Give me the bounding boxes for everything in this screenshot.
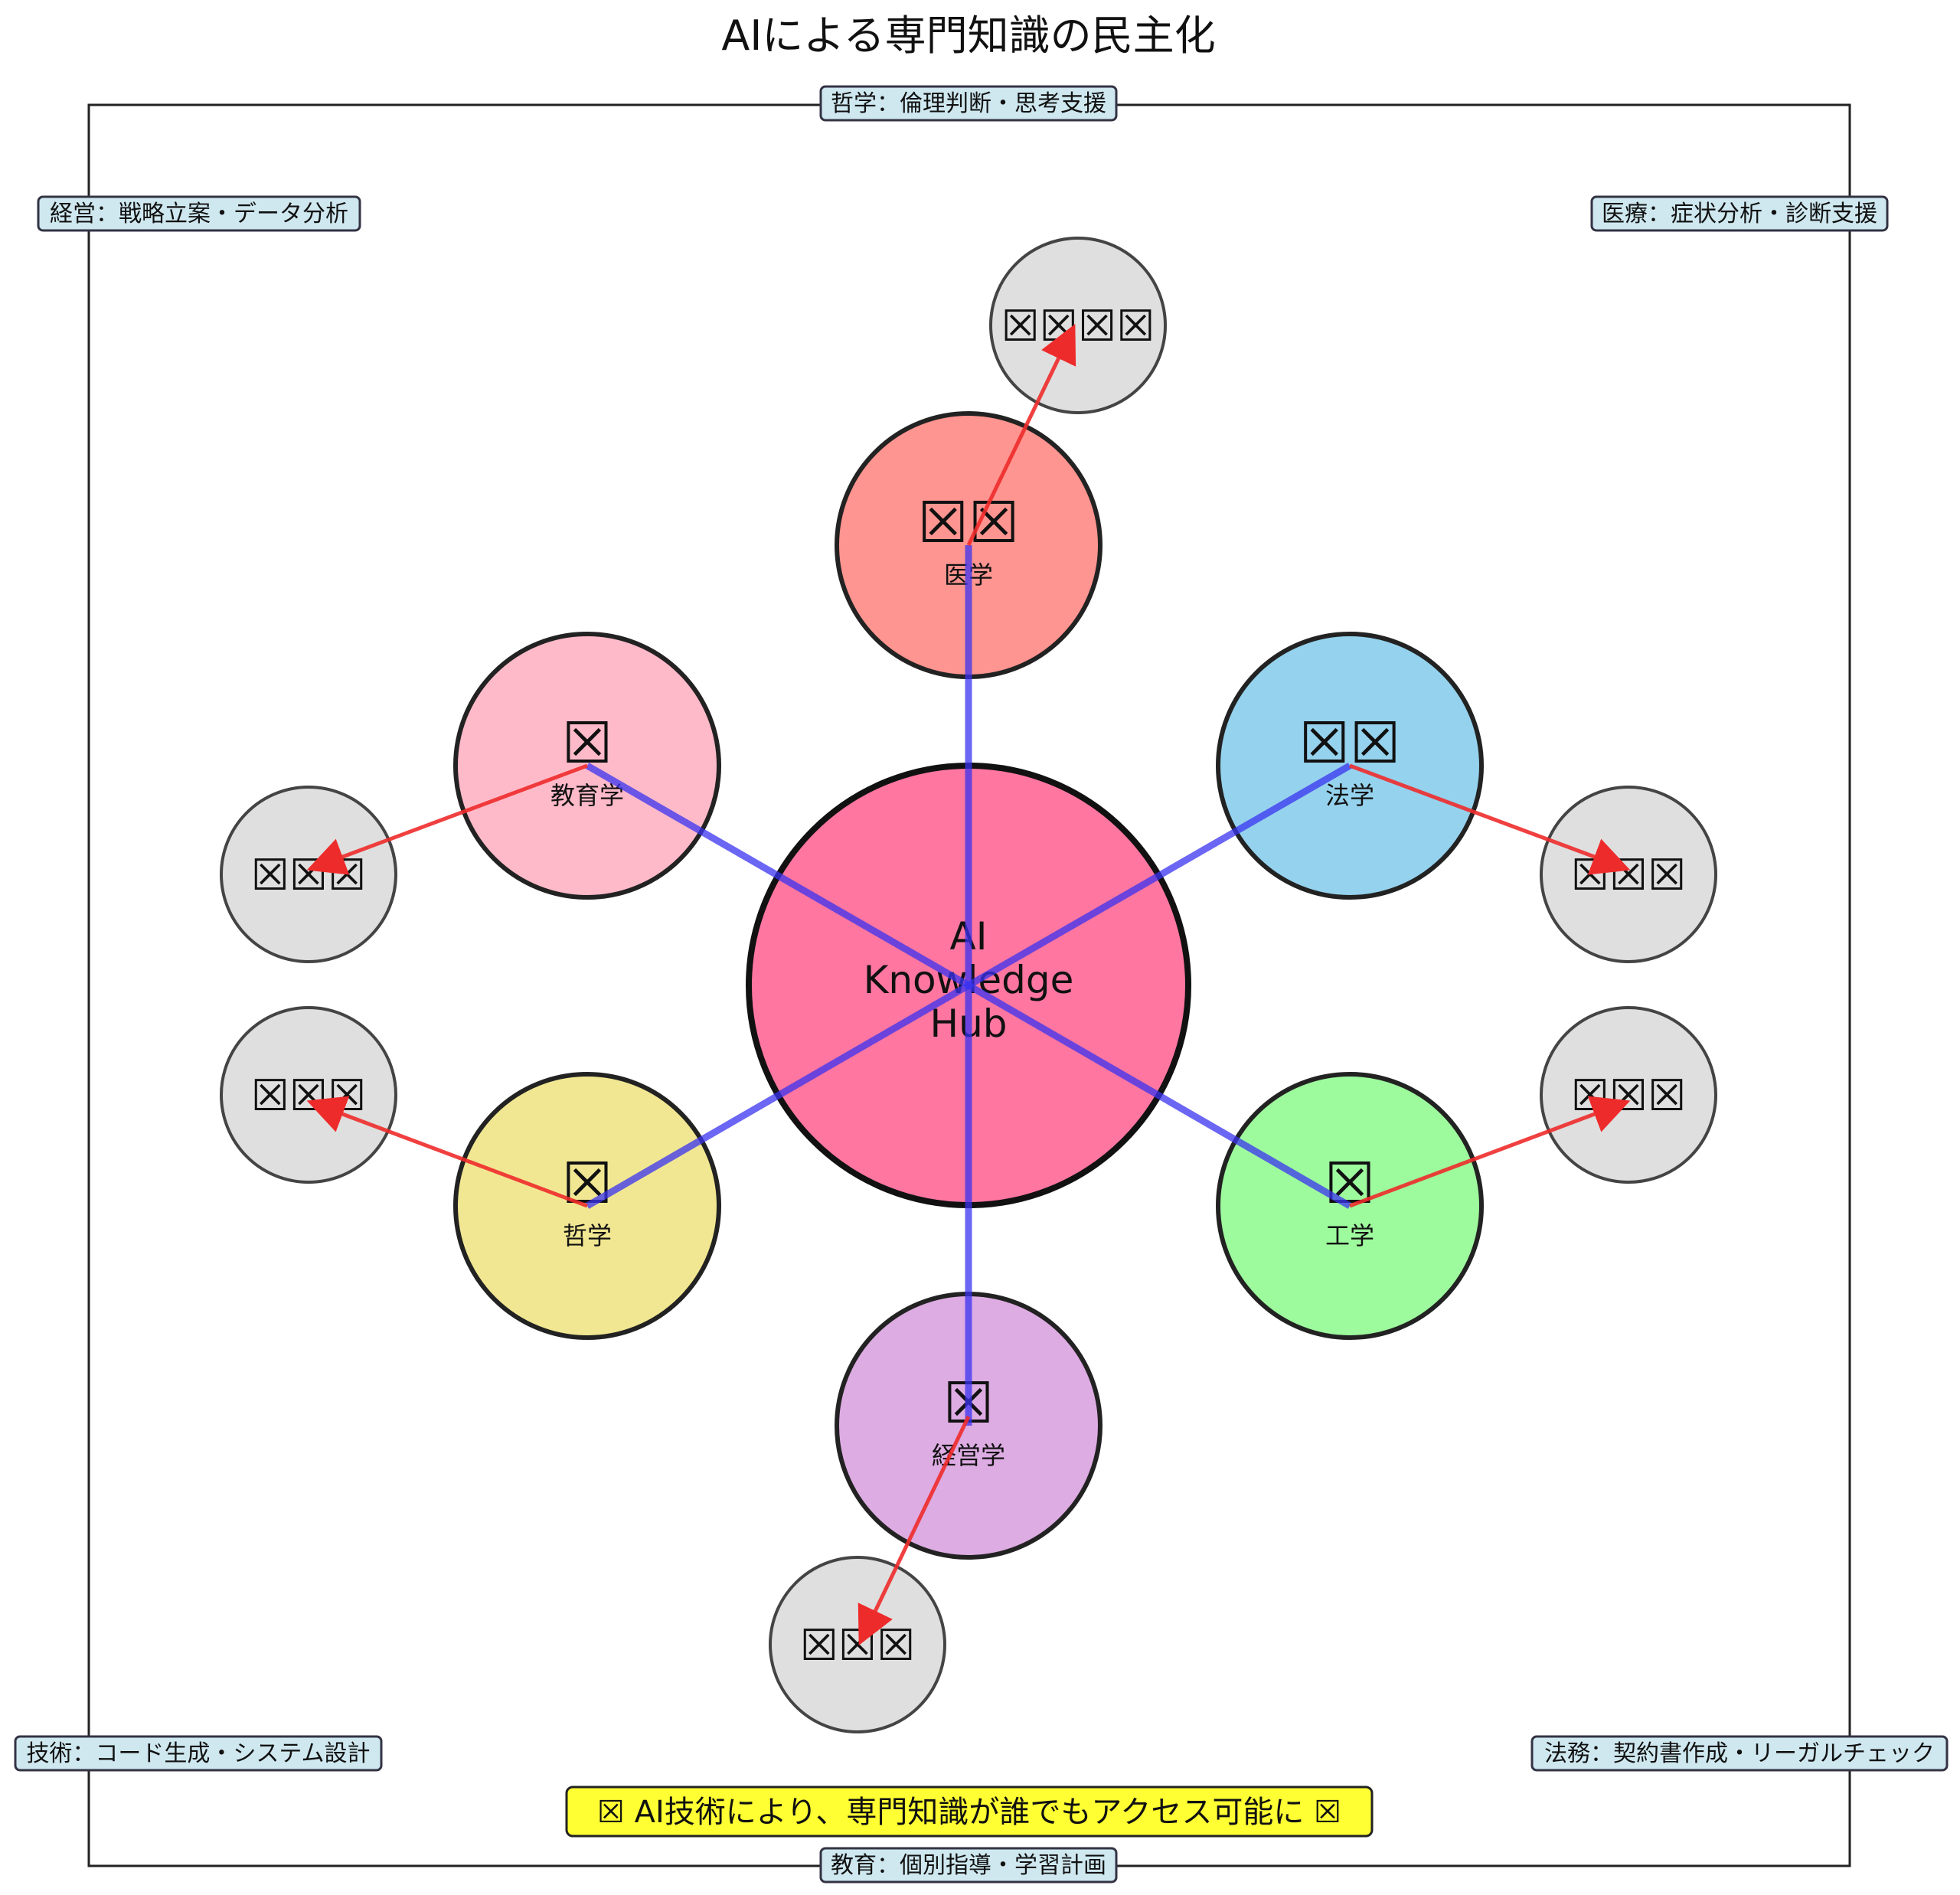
tag-bottom-left[interactable]: 技術：コード生成・システム設計	[14, 1735, 383, 1772]
field-emoji-icon-law: ☒☒	[1299, 711, 1401, 776]
tag-bottom-right-text: 法務：契約書作成・リーガルチェック	[1544, 1740, 1935, 1767]
tag-top[interactable]: 哲学：倫理判断・思考支援	[819, 85, 1118, 122]
satellite-circle-medicine[interactable]	[989, 237, 1167, 414]
satellite-node-medicine[interactable]: ☒☒☒☒	[989, 237, 1167, 414]
satellite-emoji-icon-business: ☒☒☒	[800, 1621, 916, 1671]
tag-bottom-right[interactable]: 法務：契約書作成・リーガルチェック	[1530, 1735, 1949, 1772]
tag-bottom[interactable]: 教育：個別指導・学習計画	[819, 1847, 1118, 1884]
tag-bottom-left-text: 技術：コード生成・システム設計	[26, 1740, 370, 1767]
tag-top-left[interactable]: 経営：戦略立案・データ分析	[37, 195, 361, 232]
tag-top-right[interactable]: 医療：症状分析・診断支援	[1590, 195, 1889, 232]
arrow-business	[858, 1415, 971, 1646]
spoke-line-philosophy	[585, 982, 971, 1209]
field-label-engineering: 工学	[1325, 1221, 1374, 1250]
field-emoji-icon-philosophy: ☒	[562, 1151, 612, 1217]
satellite-emoji-icon-education: ☒☒☒	[251, 851, 367, 900]
satellite-emoji-icon-philosophy: ☒☒☒	[251, 1071, 367, 1121]
satellite-node-law[interactable]: ☒☒☒	[1540, 786, 1717, 963]
arrow-education	[306, 763, 588, 875]
field-emoji-icon-education: ☒	[562, 711, 612, 776]
arrow-engineering	[1349, 1096, 1631, 1208]
field-label-philosophy: 哲学	[563, 1221, 612, 1250]
arrow-law	[1349, 763, 1631, 875]
satellite-node-business[interactable]: ☒☒☒	[769, 1556, 946, 1733]
satellite-circle-business[interactable]	[769, 1556, 946, 1733]
satellite-circle-philosophy[interactable]	[220, 1006, 397, 1184]
tag-bottom-text: 教育：個別指導・学習計画	[831, 1852, 1106, 1879]
satellite-node-engineering[interactable]: ☒☒☒	[1540, 1006, 1717, 1184]
diagram-title: AIによる専門知識の民主化	[721, 11, 1215, 60]
satellite-emoji-icon-medicine: ☒☒☒☒	[1001, 302, 1155, 351]
satellite-circle-engineering[interactable]	[1540, 1006, 1717, 1184]
spoke-line-engineering	[966, 982, 1352, 1209]
satellite-emoji-icon-law: ☒☒☒	[1571, 851, 1687, 900]
banner[interactable]: ☒ AI技術により、専門知識が誰でもアクセス可能に ☒	[565, 1786, 1374, 1838]
satellite-emoji-icon-engineering: ☒☒☒	[1571, 1071, 1687, 1121]
spoke-line-education	[585, 763, 971, 988]
satellite-node-philosophy[interactable]: ☒☒☒	[220, 1006, 397, 1184]
tag-top-left-text: 経営：戦略立案・データ分析	[50, 201, 348, 227]
field-label-law: 法学	[1325, 781, 1374, 810]
spoke-line-law	[966, 763, 1352, 988]
arrow-medicine	[966, 323, 1076, 547]
banner-text: ☒ AI技術により、専門知識が誰でもアクセス可能に ☒	[597, 1795, 1341, 1830]
tag-top-text: 哲学：倫理判断・思考支援	[831, 90, 1106, 117]
arrow-lines	[306, 323, 1631, 1646]
field-label-education: 教育学	[550, 781, 624, 810]
spoke-lines-overlay	[585, 545, 1352, 1426]
arrow-philosophy	[306, 1096, 588, 1208]
field-emoji-icon-engineering: ☒	[1325, 1151, 1375, 1217]
satellite-node-education[interactable]: ☒☒☒	[220, 786, 397, 963]
field-label-business: 経営学	[932, 1441, 1005, 1470]
tag-top-right-text: 医療：症状分析・診断支援	[1602, 201, 1877, 227]
